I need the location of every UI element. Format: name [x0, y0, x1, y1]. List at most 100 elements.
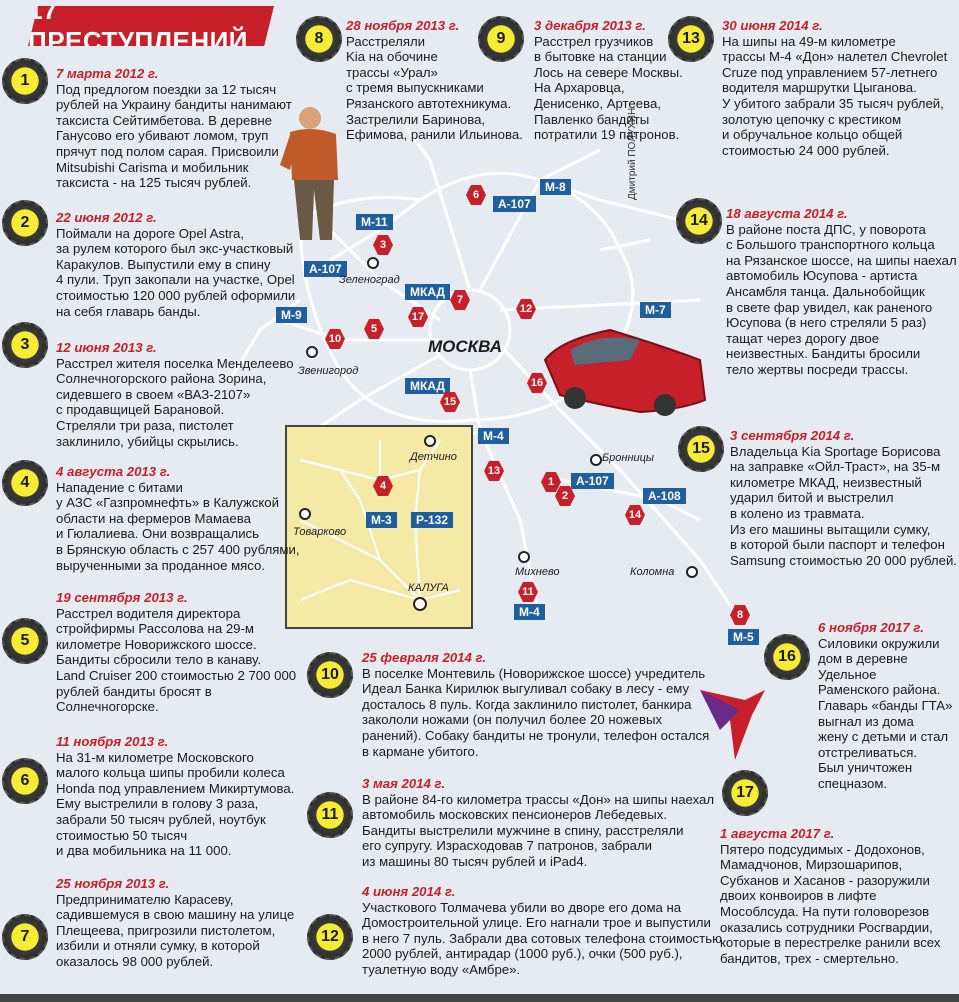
crime-description: Расстрел грузчиков в бытовке на станции …: [534, 33, 683, 143]
crime-description: В районе 84-го километра трассы «Дон» на…: [362, 791, 715, 869]
crime-number-badge: 6: [2, 758, 48, 804]
map-crime-marker: 1: [541, 472, 561, 492]
crime-date: 30 июня 2014 г.: [722, 18, 823, 33]
map-crime-marker: 5: [364, 319, 384, 339]
map-crime-marker: 2: [555, 486, 575, 506]
crime-number-badge: 2: [2, 200, 48, 246]
crime-date: 25 ноября 2013 г.: [56, 876, 170, 891]
crime-entry: 3 сентября 2014 г.Владельца Kia Sportage…: [730, 428, 957, 568]
road-label: А-108: [643, 488, 686, 504]
inset-road-label: Р-132: [411, 512, 454, 528]
crime-description: Силовики окружили дом в деревне Удельное…: [818, 635, 953, 791]
town-label: Звенигород: [298, 365, 359, 377]
crime-entry: 6 ноября 2017 г.Силовики окружили дом в …: [818, 620, 952, 792]
crime-number-badge: 17: [722, 770, 768, 816]
person-illustration: [280, 107, 338, 240]
inset-town-label: Детчино: [410, 451, 457, 463]
inset-town-label: КАЛУГА: [408, 582, 449, 594]
crime-date: 11 ноября 2013 г.: [56, 734, 169, 749]
crime-description: Расстреляли Kia на обочине трассы «Урал»…: [346, 33, 523, 143]
crime-description: На шипы на 49-м километре трассы М-4 «До…: [722, 33, 948, 158]
crime-entry: 22 июня 2012 г.Поймали на дороге Opel As…: [56, 210, 295, 319]
page-title: 17 ПРЕСТУПЛЕНИЙ: [28, 6, 274, 46]
town-label: Бронницы: [602, 452, 655, 464]
crime-date: 18 августа 2014 г.: [726, 206, 848, 221]
crime-date: 3 сентября 2014 г.: [730, 428, 855, 443]
road-label: М-4: [478, 428, 509, 444]
town-label: Коломна: [630, 566, 675, 578]
crime-entry: 18 августа 2014 г.В районе поста ДПС, у …: [726, 206, 957, 378]
road-label: М-9: [276, 307, 307, 323]
road-label: А-107: [304, 261, 347, 277]
crime-entry: 3 декабря 2013 г.Расстрел грузчиков в бы…: [534, 18, 683, 143]
car-illustration: [543, 328, 707, 416]
crime-number-badge: 7: [2, 914, 48, 960]
crime-date: 25 февраля 2014 г.: [362, 650, 487, 665]
inset-road-label: М-3: [366, 512, 397, 528]
crime-description: Участкового Толмачева убили во дворе его…: [362, 899, 722, 977]
crime-date: 7 марта 2012 г.: [56, 66, 159, 81]
logo-bird: [700, 690, 765, 760]
crime-entry: 25 ноября 2013 г.Предпринимателю Карасев…: [56, 876, 294, 970]
crime-date: 22 июня 2012 г.: [56, 210, 157, 225]
crime-description: Нападение с битами у АЗС «Газпромнефть» …: [56, 479, 300, 573]
city-label: МОСКВА: [428, 337, 503, 356]
map-crime-marker: 11: [518, 582, 538, 602]
map-crime-marker: 15: [440, 392, 460, 412]
road-label: М-5: [728, 629, 759, 645]
road-label: А-107: [571, 473, 614, 489]
crime-number-badge: 1: [2, 58, 48, 104]
road-label: М-4: [514, 604, 545, 620]
crime-entry: 4 августа 2013 г.Нападение с битами у АЗ…: [56, 464, 300, 573]
crime-number-badge: 8: [296, 16, 342, 62]
map-crime-marker: 10: [325, 329, 345, 349]
map-crime-marker: 13: [484, 461, 504, 481]
road-label: МКАД: [405, 284, 450, 300]
road-label: А-107: [493, 196, 536, 212]
crime-description: Поймали на дороге Opel Astra, за рулем к…: [56, 225, 296, 319]
crime-number-badge: 9: [478, 16, 524, 62]
crime-description: В районе поста ДПС, у поворота с Большог…: [726, 221, 957, 377]
crime-entry: 28 ноября 2013 г.Расстреляли Kia на обоч…: [346, 18, 523, 143]
inset-town-label: Товарково: [293, 526, 347, 538]
crime-number-badge: 16: [764, 634, 810, 680]
map-crime-marker: 17: [408, 307, 428, 327]
map-crime-marker: 12: [516, 299, 536, 319]
map-crime-marker: 8: [730, 605, 750, 625]
crime-date: 4 июня 2014 г.: [362, 884, 456, 899]
crime-number-badge: 10: [307, 652, 353, 698]
map-crime-marker: 6: [466, 185, 486, 205]
crime-description: Расстрел жителя поселка Менделеево Солне…: [56, 355, 294, 449]
crime-entry: 1 августа 2017 г.Пятеро подсудимых - Дод…: [720, 826, 940, 966]
crime-number-badge: 12: [307, 914, 353, 960]
crime-date: 6 ноября 2017 г.: [818, 620, 924, 635]
crime-description: Под предлогом поездки за 12 тысяч рублей…: [56, 81, 292, 191]
crime-description: Расстрел водителя директора стройфирмы Р…: [56, 605, 297, 715]
map-crime-marker: 16: [527, 373, 547, 393]
crime-date: 3 декабря 2013 г.: [534, 18, 646, 33]
crime-number-badge: 3: [2, 322, 48, 368]
crime-entry: 11 ноября 2013 г.На 31-м километре Моско…: [56, 734, 294, 859]
bottom-bar: [0, 994, 959, 1002]
road-label: М-7: [640, 302, 671, 318]
crime-description: Предпринимателю Карасеву, садившемуся в …: [56, 891, 295, 969]
crime-number-badge: 5: [2, 618, 48, 664]
crime-description: В поселке Монтевиль (Новорижское шоссе) …: [362, 665, 710, 759]
crime-description: Пятеро подсудимых - Додохонов, Мамадчоно…: [720, 841, 941, 966]
crime-entry: 19 сентября 2013 г.Расстрел водителя дир…: [56, 590, 296, 715]
map-crime-marker: 7: [450, 290, 470, 310]
crime-entry: 25 февраля 2014 г.В поселке Монтевиль (Н…: [362, 650, 709, 759]
crime-entry: 12 июня 2013 г.Расстрел жителя поселка М…: [56, 340, 294, 449]
crime-entry: 3 мая 2014 г.В районе 84-го километра тр…: [362, 776, 714, 870]
map-crime-marker: 14: [625, 505, 645, 525]
crime-date: 12 июня 2013 г.: [56, 340, 157, 355]
crime-number-badge: 14: [676, 198, 722, 244]
road-label: М-11: [356, 214, 393, 230]
crime-description: На 31-м километре Московского малого кол…: [56, 749, 295, 859]
town-label: Михнево: [515, 566, 560, 578]
crime-date: 28 ноября 2013 г.: [346, 18, 460, 33]
road-label: МКАД: [405, 378, 450, 394]
crime-number-badge: 15: [678, 426, 724, 472]
crime-number-badge: 13: [668, 16, 714, 62]
crime-number-badge: 4: [2, 460, 48, 506]
